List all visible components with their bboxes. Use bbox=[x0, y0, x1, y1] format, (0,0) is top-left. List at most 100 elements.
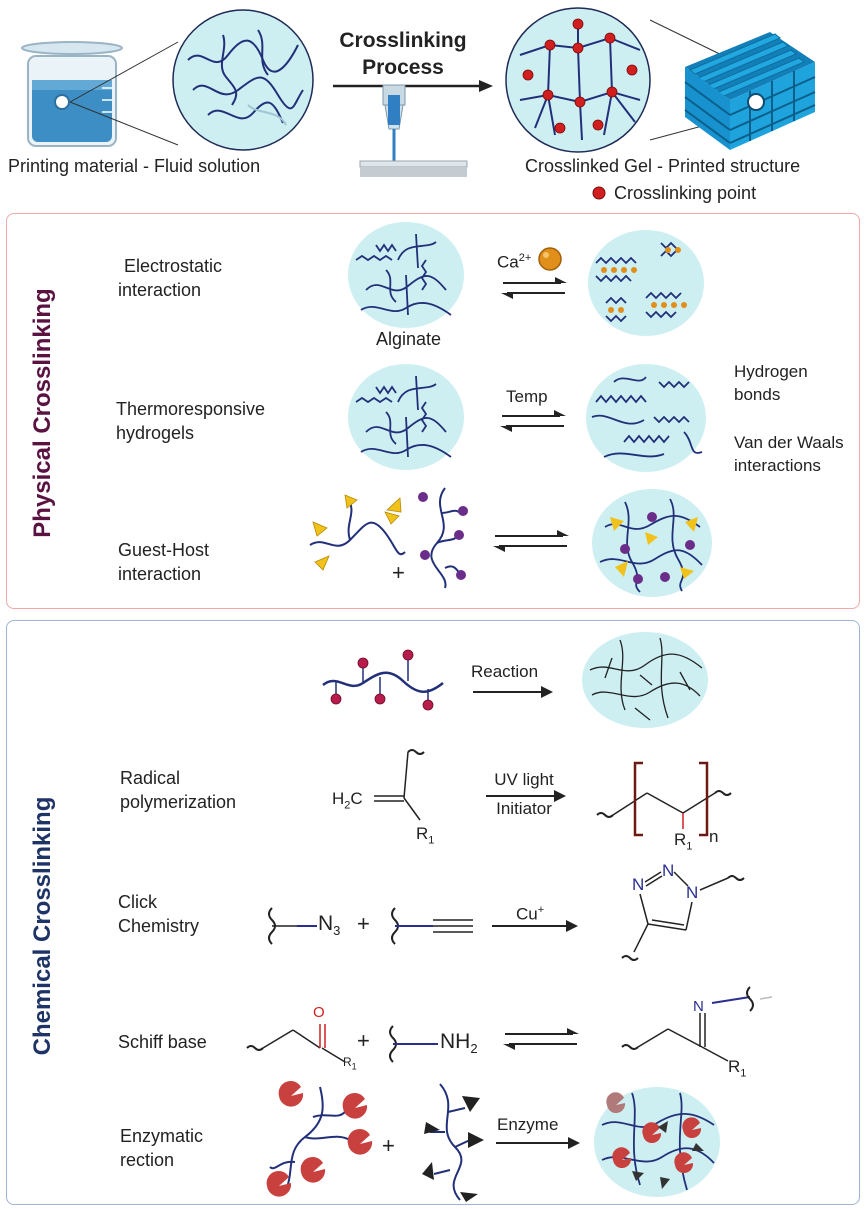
azide-formula: N3 bbox=[318, 912, 340, 938]
alginate-bubble bbox=[348, 222, 464, 328]
host-polymer bbox=[418, 487, 468, 589]
ketone-structure bbox=[246, 1024, 346, 1063]
interactions-note: interactions bbox=[734, 456, 821, 475]
electrostatic-label-line2: interaction bbox=[118, 280, 202, 300]
imine-r-sub: 1 bbox=[740, 1067, 747, 1080]
thermoresponsive-label-line1: Thermoresponsive bbox=[116, 399, 266, 419]
guest-host-label: Guest-Host interaction bbox=[118, 538, 209, 586]
alkyne-structure bbox=[391, 907, 473, 945]
chemical-crosslinking-title: Chemical Crosslinking bbox=[29, 796, 56, 1056]
equilibrium-arrow-schiff bbox=[503, 1028, 579, 1050]
fluid-solution-bubble bbox=[172, 9, 314, 151]
uv-initiator-labels: UV light Initiator bbox=[486, 768, 562, 820]
right-caption: Crosslinked Gel - Printed structure bbox=[525, 156, 801, 176]
plus-enzymatic: + bbox=[382, 1133, 395, 1158]
calcium-ion-icon bbox=[538, 247, 562, 271]
amine-squiggle bbox=[389, 1025, 438, 1063]
click-arrow bbox=[492, 920, 578, 932]
hydrogen-note: Hydrogen bbox=[734, 362, 808, 381]
azide-sub: 3 bbox=[333, 923, 341, 939]
enzymatic-label-line1: Enzymatic bbox=[120, 1126, 204, 1146]
svg-text:N: N bbox=[686, 883, 698, 902]
electrostatic-label: Electrostatic interaction bbox=[118, 254, 223, 302]
side-notes: Hydrogen bonds Van der Waals interaction… bbox=[734, 360, 844, 477]
alginate-caption: Alginate bbox=[376, 329, 442, 349]
vinyl-formula: H2C bbox=[332, 787, 363, 817]
reaction-arrow bbox=[473, 686, 553, 698]
vinyl-h-sub: 2 bbox=[344, 799, 351, 812]
process-title-line2: Process bbox=[362, 56, 444, 79]
radical-label: Radical polymerization bbox=[120, 766, 236, 814]
svg-text:N: N bbox=[662, 861, 674, 880]
vinyl-h: H bbox=[332, 789, 345, 808]
crosslinked-gel-bubble bbox=[505, 7, 651, 153]
enzymatic-label-line2: rection bbox=[120, 1150, 175, 1170]
svg-text:N: N bbox=[632, 875, 644, 894]
physical-crosslinking-title: Physical Crosslinking bbox=[29, 288, 56, 538]
electrostatic-label-line1: Electrostatic bbox=[124, 256, 223, 276]
imine-structure bbox=[621, 986, 773, 1062]
oxygen-atom: O bbox=[313, 1004, 325, 1021]
enzymatic-label: Enzymatic rection bbox=[120, 1124, 203, 1172]
polymer-r-sub: 1 bbox=[686, 840, 693, 853]
radical-label-line1: Radical bbox=[120, 768, 181, 788]
plus-schiff: + bbox=[357, 1028, 370, 1053]
process-title-line1: Crosslinking bbox=[339, 29, 467, 52]
radical-label-line2: polymerization bbox=[120, 792, 237, 812]
equilibrium-arrow-2 bbox=[500, 410, 566, 432]
network-bubble bbox=[582, 632, 708, 728]
calcium-label: Ca2+ bbox=[497, 247, 531, 274]
schiff-base-label: Schiff base bbox=[118, 1032, 207, 1052]
egg-box-bubble bbox=[588, 230, 704, 336]
vinyl-structure bbox=[374, 749, 425, 821]
thermo-bubble-left bbox=[348, 364, 464, 470]
polymer-repeat-unit bbox=[596, 761, 732, 837]
enzyme-polymer bbox=[266, 1081, 373, 1197]
bonds-note: bonds bbox=[734, 385, 781, 404]
imine-r-group: R1 bbox=[728, 1055, 746, 1085]
azide-squiggle bbox=[268, 907, 317, 945]
temp-label: Temp bbox=[506, 387, 548, 406]
polymer-r: R bbox=[674, 830, 687, 849]
azide-n: N bbox=[318, 912, 334, 935]
legend-crosslinking-point: Crosslinking point bbox=[614, 183, 757, 203]
reaction-label: Reaction bbox=[471, 662, 539, 681]
nitrogen-atom: N bbox=[693, 998, 704, 1015]
physical-crosslinking-panel bbox=[6, 213, 860, 609]
printed-structure-icon bbox=[684, 32, 816, 150]
plus-guest-host: + bbox=[392, 560, 405, 585]
ketone-r-sub: 1 bbox=[351, 1061, 357, 1072]
process-arrow bbox=[333, 80, 493, 92]
copper-charge: + bbox=[537, 904, 545, 916]
copper-label: Cu+ bbox=[516, 899, 544, 926]
equilibrium-arrow-1 bbox=[501, 277, 567, 299]
click-label: Click Chemistry bbox=[118, 890, 199, 938]
initiator-label: Initiator bbox=[496, 799, 552, 818]
thermo-bubble-right bbox=[586, 364, 706, 472]
crosslinking-point-icon bbox=[592, 186, 606, 200]
guest-host-bubble bbox=[592, 489, 712, 597]
click-label-line2: Chemistry bbox=[118, 916, 200, 936]
uv-light-label: UV light bbox=[494, 770, 554, 789]
thermoresponsive-label: Thermoresponsive hydrogels bbox=[116, 397, 265, 445]
van-der-waals-note: Van der Waals bbox=[734, 433, 844, 452]
enzyme-label: Enzyme bbox=[497, 1115, 559, 1134]
repeat-n: n bbox=[709, 827, 719, 846]
equilibrium-arrow-3 bbox=[493, 530, 569, 552]
thermoresponsive-label-line2: hydrogels bbox=[116, 423, 195, 443]
amine-formula: NH2 bbox=[440, 1030, 478, 1056]
calcium-text: Ca bbox=[497, 252, 519, 272]
printer-nozzle-icon bbox=[359, 84, 468, 177]
amine-nh: NH bbox=[440, 1030, 471, 1053]
vinyl-c: C bbox=[350, 789, 363, 808]
polymer-r-group: R1 bbox=[674, 828, 692, 858]
ketone-r-group: R1 bbox=[343, 1055, 357, 1071]
plus-click: + bbox=[357, 911, 370, 936]
substrate-polymer bbox=[422, 1083, 484, 1202]
guest-polymer bbox=[309, 494, 406, 571]
vinyl-r-group: R1 bbox=[416, 822, 434, 852]
enzyme-arrow bbox=[496, 1137, 580, 1149]
triazole-structure: N N N bbox=[621, 861, 745, 961]
guest-host-label-line1: Guest-Host bbox=[118, 540, 210, 560]
guest-host-label-line2: interaction bbox=[118, 564, 202, 584]
